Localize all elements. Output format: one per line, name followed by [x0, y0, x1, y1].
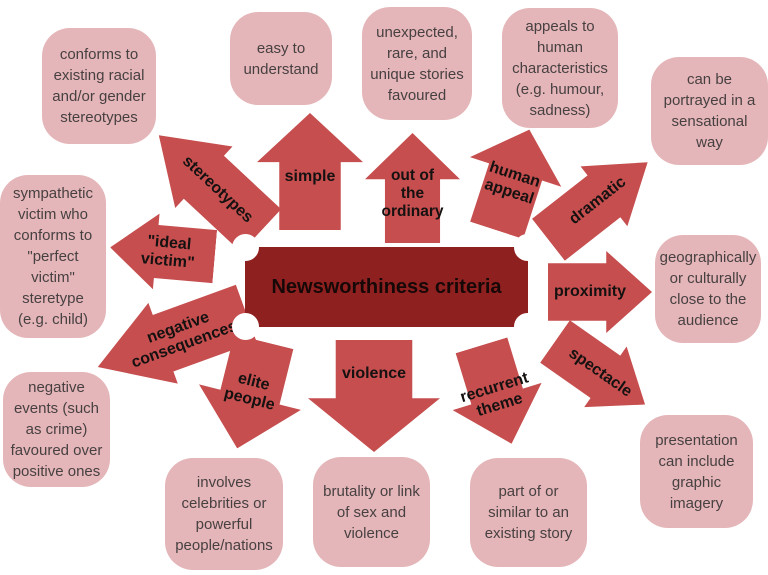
note-negative-consequences-description: negative events (such as crime) favoured…: [3, 372, 110, 487]
note-text: appeals to human characteristics (e.g. h…: [512, 17, 608, 119]
note-text: sympathetic victim who conforms to "perf…: [12, 185, 94, 328]
note-text: brutality or link of sex and violence: [323, 482, 420, 542]
note-proximity-description: geographically or culturally close to th…: [655, 235, 761, 343]
note-text: easy to understand: [243, 39, 319, 78]
note-dramatic-description: can be portrayed in a sensational way: [651, 57, 768, 165]
corner-notch: [232, 313, 259, 340]
arrow-violence: violence: [308, 340, 440, 452]
arrow-recurrent-theme: recurrent theme: [437, 332, 556, 458]
arrow-label: out of the ordinary: [381, 167, 444, 220]
note-simple-description: easy to understand: [230, 12, 332, 105]
note-human-appeal-description: appeals to human characteristics (e.g. h…: [502, 8, 618, 128]
arrow-label: "ideal victim": [140, 232, 196, 272]
note-elite-people-description: involves celebrities or powerful people/…: [165, 458, 283, 570]
arrow-simple: simple: [257, 113, 363, 230]
note-text: conforms to existing racial and/or gende…: [52, 46, 146, 126]
note-text: involves celebrities or powerful people/…: [175, 474, 273, 554]
note-text: part of or similar to an existing story: [484, 483, 573, 542]
arrow-label: simple: [284, 167, 336, 185]
corner-notch: [514, 234, 541, 261]
note-text: presentation can include graphic imagery: [655, 431, 738, 512]
note-ideal-victim-description: sympathetic victim who conforms to "perf…: [0, 175, 106, 338]
arrow-down-icon: [308, 340, 440, 452]
center-title-plaque: Newsworthiness criteria: [232, 234, 541, 340]
diagram-title: Newsworthiness criteria: [271, 275, 502, 298]
note-out-of-ordinary-description: unexpected, rare, and unique stories fav…: [362, 7, 472, 120]
note-recurrent-theme-description: part of or similar to an existing story: [470, 458, 587, 567]
note-text: geographically or culturally close to th…: [659, 249, 757, 329]
note-violence-description: brutality or link of sex and violence: [313, 457, 430, 567]
corner-notch: [514, 313, 541, 340]
corner-notch: [232, 234, 259, 261]
note-text: negative events (such as crime) favoured…: [10, 379, 103, 480]
note-spectacle-description: presentation can include graphic imagery: [640, 415, 753, 528]
note-text: unexpected, rare, and unique stories fav…: [370, 23, 464, 104]
note-text: can be portrayed in a sensational way: [663, 71, 756, 151]
arrow-label: proximity: [553, 283, 626, 300]
note-stereotypes-description: conforms to existing racial and/or gende…: [42, 28, 156, 144]
arrow-label: violence: [341, 365, 407, 382]
arrow-proximity: proximity: [548, 251, 652, 333]
arrow-ideal-victim: "ideal victim": [107, 210, 218, 295]
arrow-out-of-the-ordinary: out of the ordinary: [365, 133, 460, 243]
